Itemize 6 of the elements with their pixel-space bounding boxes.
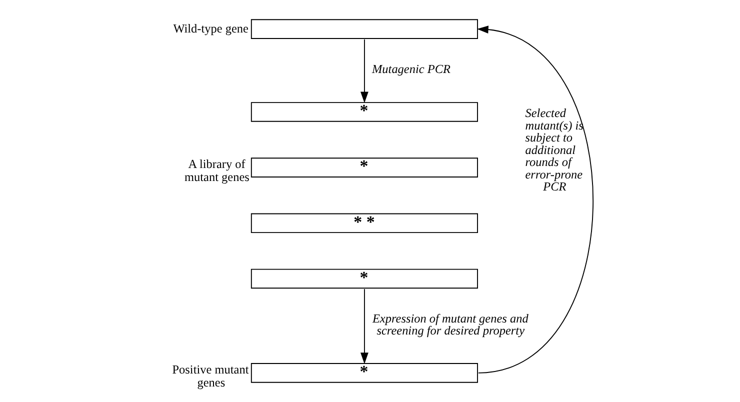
node-label: Positive mutant genes [172,362,248,390]
edge-label: Mutagenic PCR [372,62,450,76]
edge-label: Selected mutant(s) is subject to additional rounds of error-prone PCR [524,106,583,194]
node-label: Wild-type gene [172,21,248,36]
edge-label: Expression of mutant genes and screening for desired property [372,311,528,338]
node-label: A library of mutant genes [184,156,249,184]
